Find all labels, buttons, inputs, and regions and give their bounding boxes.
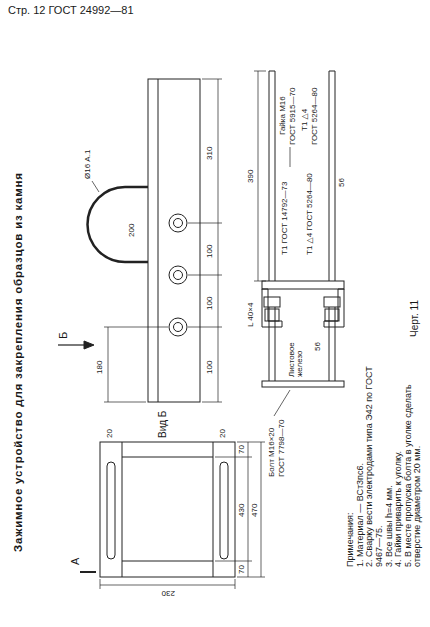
page-header: Стр. 12 ГОСТ 24992—81 xyxy=(8,5,134,17)
part-label: L 40×4 xyxy=(247,303,255,327)
weld-label: Т1 △4 ГОСТ 5264—80 xyxy=(306,173,314,255)
dimension: 430 xyxy=(238,504,246,517)
dimension: 70 xyxy=(238,445,246,454)
part-label: ГОСТ 7798—70 xyxy=(278,420,286,477)
drawing-title: Зажимное устройство для закрепления обра… xyxy=(12,172,24,552)
dimension: 230 xyxy=(162,589,175,597)
dimension: 100 xyxy=(206,297,214,310)
note: 5. В месте пропуска болта в уголке сдела… xyxy=(404,352,423,567)
dimension: 470 xyxy=(251,504,259,517)
part-label: Болт М16×20 xyxy=(268,428,276,477)
part-label: Листовое железо xyxy=(288,331,305,377)
note: 1. Материал — ВСт3пс6. xyxy=(356,463,366,567)
view-title: Вид Б xyxy=(158,411,169,438)
dimension: 390 xyxy=(247,170,255,183)
dimension: 56 xyxy=(338,178,346,187)
dimension: 100 xyxy=(206,245,214,258)
figure-caption: Черт. 11 xyxy=(410,300,421,337)
note: 3. Все швы h=4 мм. xyxy=(385,485,395,567)
weld-label: ГОСТ 5264—80 xyxy=(311,88,319,145)
part-label: Гайка М16 xyxy=(279,96,287,135)
dimension: 100 xyxy=(206,361,214,374)
dimension: 70 xyxy=(238,565,246,574)
dimension: 20 xyxy=(106,429,114,438)
view-mark: Б xyxy=(58,332,70,339)
weld-label: Т1 ГОСТ 14792—73 xyxy=(281,182,289,255)
dimension: 56 xyxy=(314,342,322,351)
dimension: 20 xyxy=(219,429,227,438)
part-label: ГОСТ 5915—70 xyxy=(289,88,297,145)
note: 4. Гайки приварить к уголку. xyxy=(394,451,404,567)
dimension: Ø16 А.1 xyxy=(84,150,92,179)
note: 2. Сварку вести электродами типа Э42 по … xyxy=(365,352,384,567)
weld-label: Т1 △4 xyxy=(301,109,309,131)
note-heading: Примечания: xyxy=(346,513,356,567)
section-mark: А xyxy=(70,558,82,565)
dimension: 180 xyxy=(96,361,104,374)
dimension: 200 xyxy=(128,224,136,237)
dimension: 310 xyxy=(206,147,214,160)
